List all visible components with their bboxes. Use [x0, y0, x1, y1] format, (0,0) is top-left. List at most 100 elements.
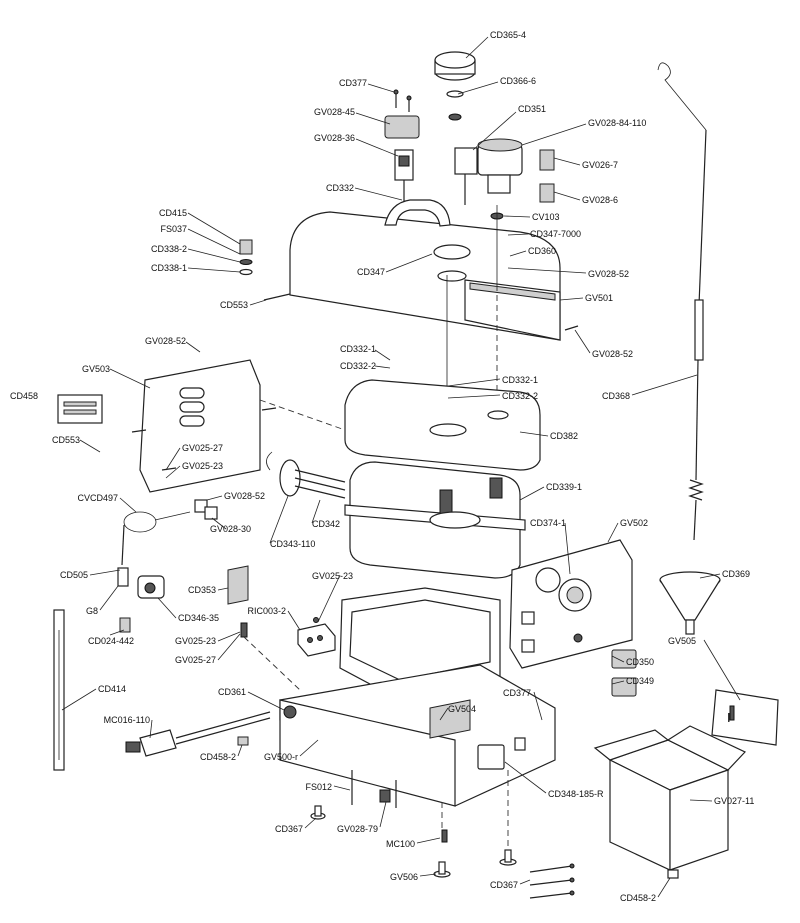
part-label: CD365-4 [490, 30, 526, 40]
part-label: CD024-442 [88, 636, 134, 646]
label-card-part [57, 394, 103, 424]
part-label: CD414 [98, 684, 126, 694]
base-chassis-part [279, 664, 556, 807]
fittings-part [539, 149, 555, 203]
part-label: CD382 [550, 431, 578, 441]
part-label: CD338-2 [151, 244, 187, 254]
part-label: CV103 [532, 212, 560, 222]
part-label: CD347-7000 [530, 229, 581, 239]
tank-lid-part [344, 379, 541, 471]
part-label: GV502 [620, 518, 648, 528]
part-label: CD553 [220, 300, 248, 310]
part-label: CD366-6 [500, 76, 536, 86]
part-label: GV025-23 [182, 461, 223, 471]
part-label: FS037 [160, 224, 187, 234]
part-label: CD338-1 [151, 263, 187, 273]
front-panel-part [509, 539, 633, 669]
part-label: GV027-11 [714, 796, 754, 806]
part-label: GV026-7 [582, 160, 618, 170]
feet-screws-part [310, 770, 517, 878]
part-label: GV025-23 [312, 571, 353, 581]
terminal-block-part [297, 617, 336, 657]
top-cover-part [289, 199, 561, 341]
part-label: CD339-1 [546, 482, 582, 492]
part-label: GV025-27 [182, 443, 223, 453]
solenoid-valve-part [454, 138, 523, 205]
part-label: MC016-110 [104, 715, 150, 725]
part-label: CD553 [52, 435, 80, 445]
part-label: CD369 [722, 569, 750, 579]
part-label: GV028-45 [314, 107, 355, 117]
part-label: CD458-2 [620, 893, 656, 903]
part-label: CD458-2 [200, 752, 236, 762]
part-label: CD346-35 [178, 613, 219, 623]
part-label: GV504 [448, 704, 476, 714]
manual-mark: I [727, 710, 731, 725]
part-label: GV506 [390, 872, 418, 882]
part-label: CD415 [159, 208, 187, 218]
tank-part [344, 461, 526, 579]
part-label: GV028-84-110 [588, 118, 646, 128]
part-label: CD361 [218, 687, 246, 697]
part-label: CD374-1 [530, 518, 566, 528]
part-label: GV505 [668, 636, 696, 646]
part-label: CD342 [312, 519, 340, 529]
left-panel-part [131, 359, 277, 493]
part-label: CD332-2 [340, 361, 376, 371]
part-label: GV028-79 [337, 824, 378, 834]
part-label: GV500-r [264, 752, 298, 762]
part-label: CD347 [357, 267, 385, 277]
part-label: GV028-52 [588, 269, 629, 279]
part-label: G8 [86, 606, 98, 616]
shipping-box-part [593, 725, 747, 879]
wire-leads-part [529, 863, 575, 899]
part-label: GV025-27 [175, 655, 216, 665]
part-label: CD350 [626, 657, 654, 667]
part-label: GV028-30 [210, 524, 251, 534]
part-label: CD360 [528, 246, 556, 256]
part-label: CD332-1 [340, 344, 376, 354]
left-fitting-part [239, 239, 291, 301]
part-label: CD348-185-R [548, 789, 604, 799]
part-label: CD351 [518, 104, 546, 114]
part-label: CD332-2 [502, 391, 538, 401]
part-label: GV028-52 [145, 336, 186, 346]
part-label: GV028-6 [582, 195, 618, 205]
rod-part [657, 62, 707, 541]
heating-element-part [266, 451, 346, 499]
part-label: GV025-23 [175, 636, 216, 646]
part-label: CD343-110 [270, 539, 315, 549]
power-cord-part [125, 711, 271, 757]
cap-knob-part [434, 51, 476, 121]
leader-lines [61, 36, 741, 898]
part-label: CD377 [339, 78, 367, 88]
part-label: GV028-52 [592, 349, 633, 359]
part-label: CVCD497 [77, 493, 118, 503]
funnel-part [659, 571, 721, 635]
part-label: GV503 [82, 364, 110, 374]
coil-tube-part [121, 511, 191, 566]
part-label: FS012 [305, 782, 332, 792]
part-label: CD377 [503, 688, 531, 698]
part-label: GV028-36 [314, 133, 355, 143]
part-label: MC100 [386, 839, 415, 849]
thermostat-part [117, 567, 165, 633]
part-label: CD367 [275, 824, 303, 834]
part-label: GV028-52 [224, 491, 265, 501]
probe-part [53, 609, 65, 771]
part-label: CD332 [326, 183, 354, 193]
top-screws-part [393, 89, 412, 112]
part-label: CD458 [10, 391, 38, 401]
part-label: CD368 [602, 391, 630, 401]
part-label: CD367 [490, 880, 518, 890]
elbow-fitting-part [194, 499, 218, 520]
manual-booklet-part [711, 689, 779, 746]
part-label: GV501 [585, 293, 613, 303]
connector-block-part [227, 565, 249, 605]
part-label: CD349 [626, 676, 654, 686]
part-label: CD505 [60, 570, 88, 580]
switch-assembly-part [384, 115, 420, 205]
part-label: RIC003-2 [247, 606, 286, 616]
